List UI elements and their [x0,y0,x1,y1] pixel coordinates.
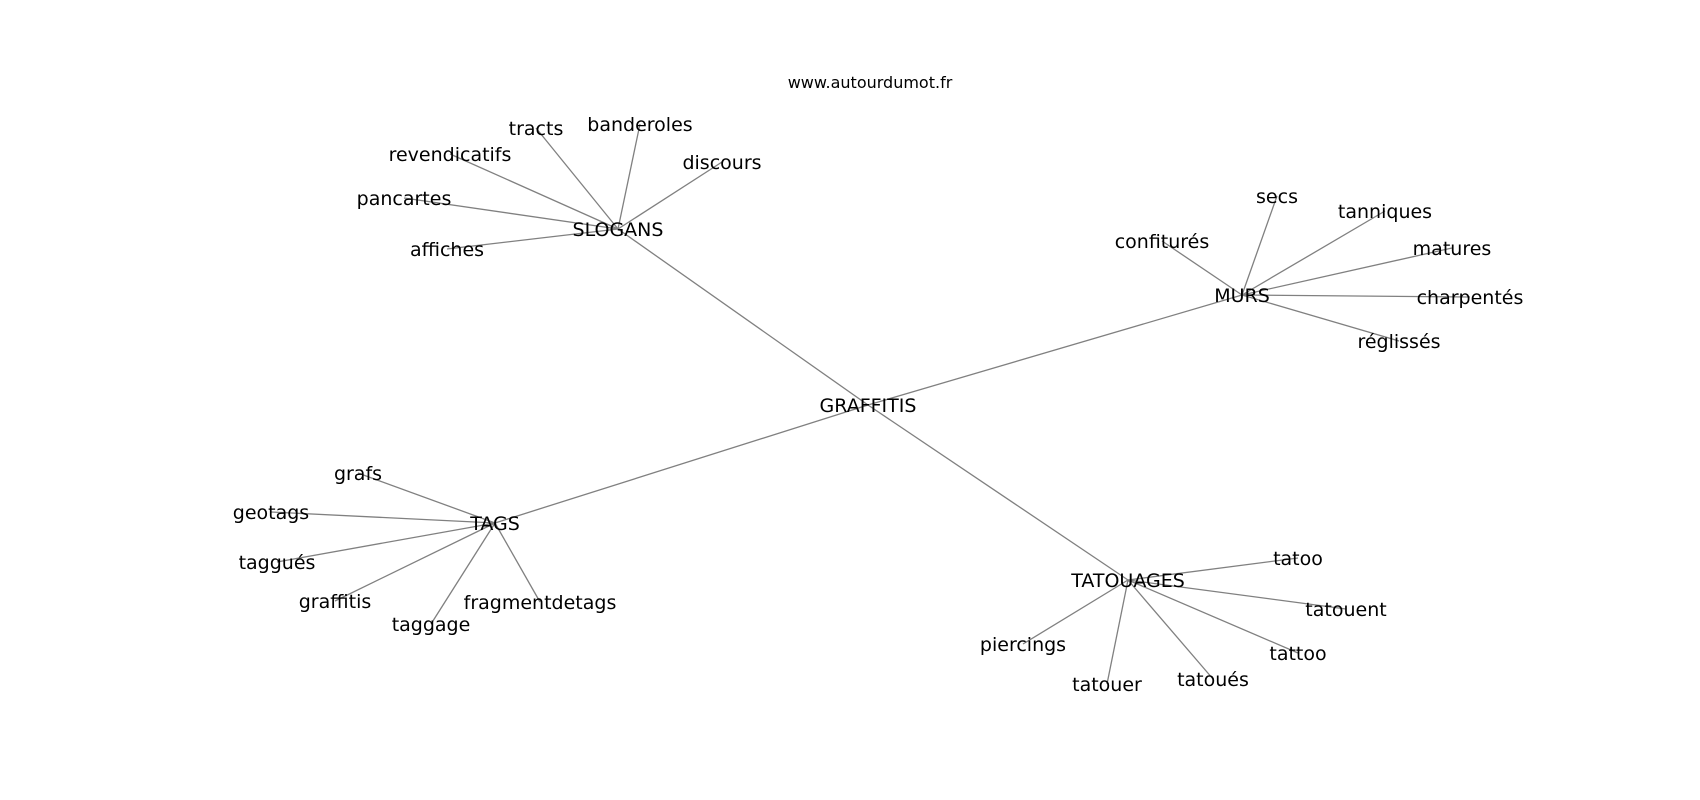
leaf-node-label: fragmentdetags [464,592,617,614]
leaf-node-label: tanniques [1338,201,1432,223]
leaf-node-label: tatouer [1072,674,1142,696]
edge-slogans-leaf [449,153,619,230]
leaf-node-label: secs [1256,186,1298,208]
edge-tatouages-leaf [1127,579,1299,654]
leaf-node-label: tatoo [1273,548,1323,570]
edge-center-slogans [617,228,869,406]
center-node-label: GRAFFITIS [820,395,917,417]
node-labels: GRAFFITIS SLOGANS tracts banderoles discours… [233,114,1524,696]
leaf-node-label: tatouent [1305,599,1386,621]
edge-tatouages-leaf [1127,557,1299,581]
leaf-node-label: réglissés [1357,331,1440,353]
leaf-node-label: piercings [980,634,1066,656]
edge-murs-leaf [1241,247,1453,296]
leaf-node-label: banderoles [587,114,692,136]
leaf-node-label: revendicatifs [389,144,512,166]
leaf-node-label: discours [682,152,761,174]
leaf-node-label: charpentés [1417,287,1524,309]
edge-tags-leaf [334,522,496,602]
leaf-node-label: pancartes [357,188,452,210]
edge-tags-leaf [494,522,541,603]
hub-node-label-murs: MURS [1214,285,1270,307]
edge-murs-leaf [1161,240,1243,296]
leaf-node-label: grafs [334,463,382,485]
leaf-node-label: affiches [410,239,484,261]
edge-center-tatouages [867,404,1129,581]
hub-node-label-tatouages: TATOUAGES [1070,570,1185,592]
leaf-node-label: confiturés [1115,231,1210,253]
edge-center-murs [867,294,1243,406]
edge-slogans-leaf [446,228,619,250]
hub-node-label-tags: TAGS [469,513,520,535]
edge-tags-leaf [276,522,496,563]
edge-center-tags [494,404,869,524]
leaf-node-label: tatoués [1177,669,1249,691]
edge-murs-leaf [1241,294,1471,298]
edge-tags-leaf [270,511,496,524]
leaf-node-label: taggués [239,552,316,574]
leaf-node-label: tracts [509,118,564,140]
leaf-node-label: matures [1413,238,1492,260]
hub-node-label-slogans: SLOGANS [573,219,664,241]
edge-tags-leaf [430,522,496,625]
edge-tags-leaf [357,472,496,524]
site-url: www.autourdumot.fr [788,73,953,92]
edges [270,123,1471,685]
edge-tatouages-leaf [1022,579,1129,645]
edge-tatouages-leaf [1127,579,1347,610]
edge-slogans-leaf [617,161,723,230]
edge-murs-leaf [1241,210,1386,296]
leaf-node-label: tattoo [1269,643,1326,665]
edge-slogans-leaf [535,127,619,230]
edge-murs-leaf [1241,294,1400,342]
leaf-node-label: graffitis [299,591,372,613]
edge-tatouages-leaf [1106,579,1129,685]
edge-tatouages-leaf [1127,579,1214,680]
edge-slogans-leaf [403,197,619,230]
edge-murs-leaf [1241,195,1278,296]
edge-slogans-leaf [617,123,641,230]
leaf-node-label: taggage [392,614,471,636]
leaf-node-label: geotags [233,502,309,524]
